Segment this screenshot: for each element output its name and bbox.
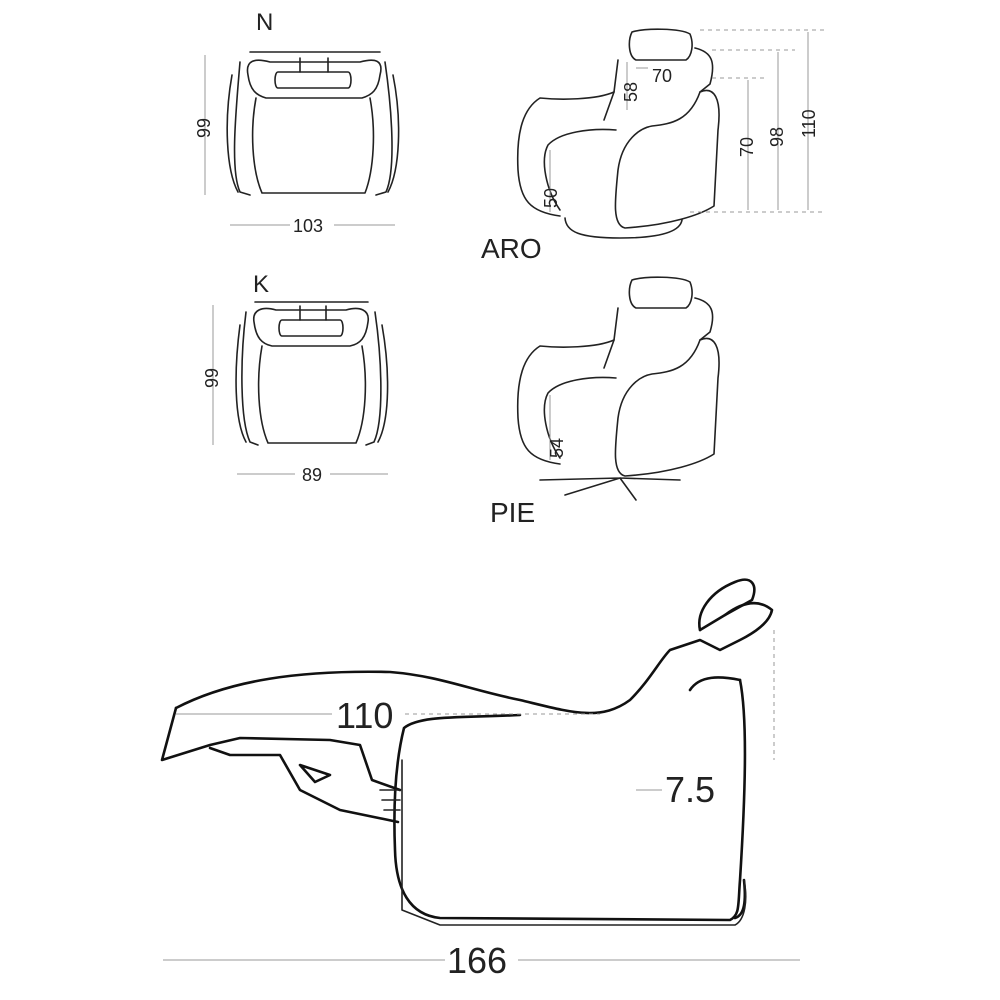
n-view-label: N [256,9,273,36]
reclined-length-label: 166 [447,940,507,981]
reclined-side-view: 110 7.5 166 [160,578,800,981]
n-width-label: 103 [293,216,323,236]
aro-side-view: 70 58 70 98 110 50 ARO [481,28,825,264]
pie-view-label: PIE [490,497,535,528]
reclined-tilt-label: 7.5 [665,769,715,810]
pie-side-view: 54 PIE [490,276,720,528]
pie-seat-height-label: 54 [547,438,567,458]
n-top-view: N 99 103 [194,9,400,236]
aro-headrest-width-label: 70 [652,66,672,86]
aro-height-label: 98 [767,127,787,147]
k-top-view: K 99 89 [202,271,389,485]
k-width-label: 89 [302,465,322,485]
aro-view-label: ARO [481,233,542,264]
k-view-label: K [253,271,269,298]
reclined-height-label: 110 [336,695,393,736]
aro-total-height-label: 110 [799,109,819,138]
k-depth-label: 99 [202,368,222,388]
aro-seat-height-label: 50 [541,188,561,208]
aro-back-height-label: 70 [737,137,757,157]
n-depth-label: 99 [194,118,214,138]
aro-headrest-height-label: 58 [621,82,641,102]
